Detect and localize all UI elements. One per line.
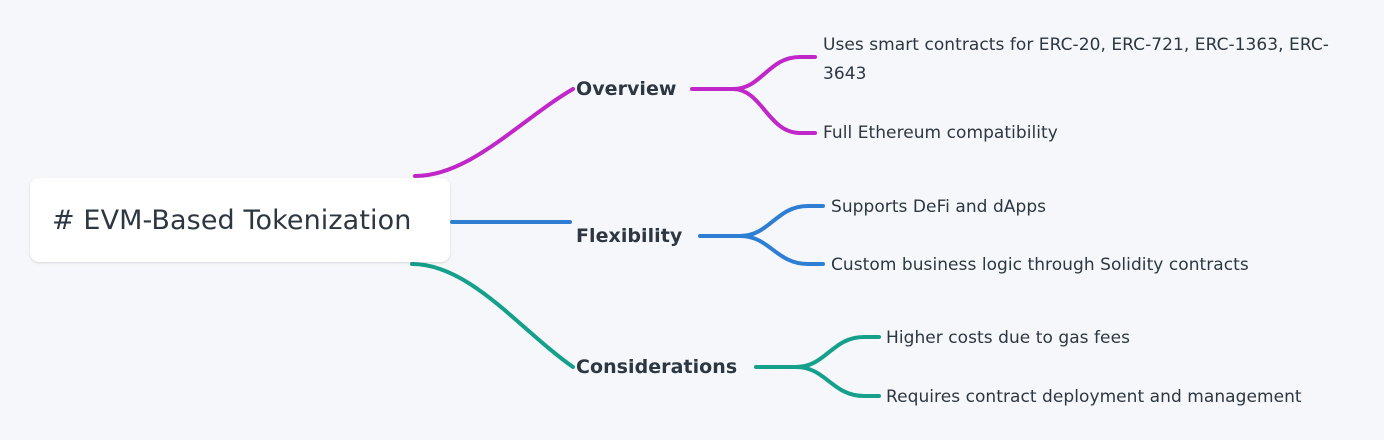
root-node[interactable]: # EVM-Based Tokenization <box>30 178 450 262</box>
leaf-node-overview-1[interactable]: Uses smart contracts for ERC-20, ERC-721… <box>823 31 1353 89</box>
leaf-label-overview-1: Uses smart contracts for ERC-20, ERC-721… <box>823 35 1329 84</box>
leaf-label-flexibility-1: Supports DeFi and dApps <box>831 197 1047 217</box>
leaf-node-flexibility-2[interactable]: Custom business logic through Solidity c… <box>831 251 1249 280</box>
leaf-node-overview-2[interactable]: Full Ethereum compatibility <box>823 119 1223 148</box>
leaf-label-overview-2: Full Ethereum compatibility <box>823 123 1058 143</box>
root-node-label: # EVM-Based Tokenization <box>52 204 412 236</box>
leaf-node-considerations-1[interactable]: Higher costs due to gas fees <box>886 324 1130 353</box>
leaf-label-flexibility-2: Custom business logic through Solidity c… <box>831 255 1249 275</box>
leaf-label-considerations-2: Requires contract deployment and managem… <box>886 387 1302 407</box>
branch-label-overview: Overview <box>576 78 677 100</box>
leaf-label-considerations-1: Higher costs due to gas fees <box>886 328 1130 348</box>
branch-label-flexibility: Flexibility <box>576 225 683 247</box>
branch-node-flexibility[interactable]: Flexibility <box>576 225 682 247</box>
branch-node-overview[interactable]: Overview <box>576 78 677 100</box>
leaf-node-flexibility-1[interactable]: Supports DeFi and dApps <box>831 193 1046 222</box>
branch-label-considerations: Considerations <box>576 356 738 378</box>
leaf-node-considerations-2[interactable]: Requires contract deployment and managem… <box>886 383 1302 412</box>
branch-node-considerations[interactable]: Considerations <box>576 356 737 378</box>
